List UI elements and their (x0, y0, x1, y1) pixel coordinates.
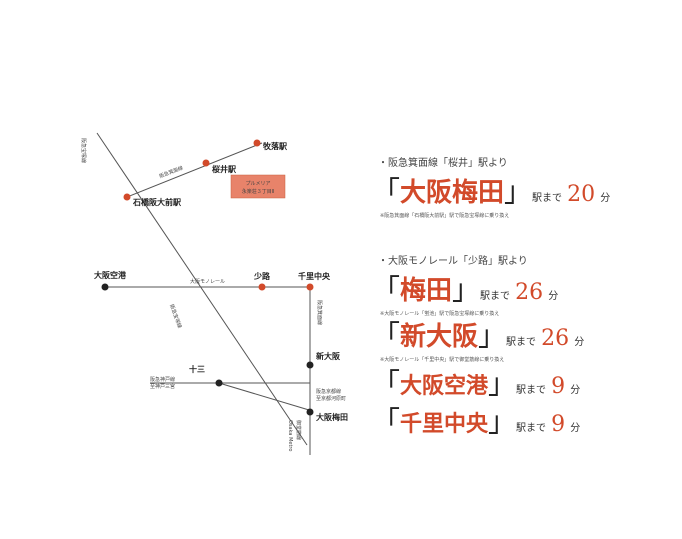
bracket-close: 」 (478, 319, 507, 352)
route-unit: 分 (570, 423, 581, 434)
station-ishibashi (123, 193, 131, 201)
route-time: 9 (551, 412, 566, 437)
route-note: ※大阪モノレール「千里中央」駅で御堂筋線に乗り換え (380, 357, 505, 363)
label-osaka-umeda: 大阪梅田 (316, 412, 348, 422)
bracket-open: 「 (372, 367, 401, 400)
route-unit: 分 (600, 193, 611, 204)
route-suffix: 駅まで (506, 337, 537, 348)
station-juso (215, 379, 223, 387)
bracket-open: 「 (372, 405, 401, 438)
label-shin-osaka: 新大阪 (316, 351, 341, 361)
label-ishibashi: 石橋阪大前駅 (132, 197, 182, 207)
label-kobe-2: 至神戸三宮 (150, 383, 175, 390)
bracket-open: 「 (372, 273, 401, 306)
bracket-close: 」 (488, 405, 517, 438)
route-unit: 分 (574, 337, 585, 348)
label-shoji: 少路 (253, 271, 271, 281)
station-senri-chuo (306, 283, 314, 291)
route-osaka-airport: 「大阪空港」駅まで 9 分 (372, 370, 580, 398)
bracket-close: 」 (452, 273, 481, 306)
bracket-open: 「 (372, 319, 401, 352)
route-time: 26 (515, 280, 544, 305)
label-metro: Osaka Metro (287, 420, 293, 451)
bracket-close: 」 (504, 175, 533, 208)
route-time: 26 (541, 326, 570, 351)
takarazuka-line (96, 132, 308, 446)
route-time: 9 (551, 374, 566, 399)
route-dest: 千里中央 (400, 411, 489, 437)
station-shoji (258, 283, 266, 291)
route-dest: 大阪空港 (400, 373, 489, 399)
bracket-open: 「 (372, 175, 401, 208)
route-senri-chuo: 「千里中央」駅まで 9 分 (372, 408, 580, 436)
property-address: 永楽荘３丁目Ⅱ (242, 188, 274, 195)
label-juso: 十三 (189, 364, 205, 374)
route-osaka-umeda: 「大阪梅田」駅まで 20 分 (372, 175, 611, 208)
section-header-shoji: ・大阪モノレール「少路」駅より (378, 256, 528, 267)
property-box (230, 174, 286, 199)
route-time: 20 (567, 182, 596, 207)
label-makiochi: 牧落駅 (263, 141, 288, 151)
label-kita: 阪急箕面線 (316, 300, 323, 325)
station-sakurai (202, 159, 210, 167)
route-suffix: 駅まで (516, 423, 547, 434)
station-osaka-umeda (306, 408, 314, 416)
minoo-line (126, 142, 263, 198)
label-midosuji: 御堂筋線 (295, 420, 302, 440)
bracket-close: 」 (488, 367, 517, 400)
label-takarazuka-main: 阪急宝塚線 (168, 303, 183, 329)
label-hankyu-minoo: 阪急箕面線 (158, 164, 184, 179)
label-osaka-airport: 大阪空港 (94, 270, 127, 280)
route-dest: 新大阪 (400, 322, 479, 352)
label-kyoto-1: 阪急京都線 (316, 388, 341, 395)
route-unit: 分 (548, 291, 559, 302)
route-dest: 梅田 (400, 276, 453, 306)
route-note: ※大阪モノレール「蛍池」駅で阪急宝塚線に乗り換え (380, 311, 500, 317)
station-osaka-airport (101, 283, 109, 291)
route-suffix: 駅まで (532, 193, 563, 204)
section-header-sakurai: ・阪急箕面線「桜井」駅より (378, 158, 508, 169)
station-shin-osaka (306, 361, 314, 369)
label-kyoto-2: 至京都河原町 (316, 395, 346, 402)
route-shin-osaka: 「新大阪」駅まで 26 分 (372, 319, 585, 352)
kyoto-line (218, 382, 310, 411)
route-unit: 分 (570, 385, 581, 396)
route-dest: 大阪梅田 (400, 178, 505, 208)
label-senri-chuo: 千里中央 (298, 271, 331, 281)
route-note: ※阪急箕面線「石橋阪大前駅」駅で阪急宝塚線に乗り換え (380, 213, 510, 219)
label-hankyu-takarazuka-top: 阪急宝塚線 (80, 138, 87, 163)
label-sakurai: 桜井駅 (212, 164, 237, 174)
property-name: プルメリア (245, 181, 270, 187)
label-kobe-1: 阪急神戸線 (150, 376, 175, 383)
station-makiochi (253, 139, 261, 147)
route-umeda: 「梅田」駅まで 26 分 (372, 273, 559, 306)
route-suffix: 駅まで (516, 385, 547, 396)
label-monorail: 大阪モノレール (190, 278, 225, 285)
route-suffix: 駅まで (480, 291, 511, 302)
